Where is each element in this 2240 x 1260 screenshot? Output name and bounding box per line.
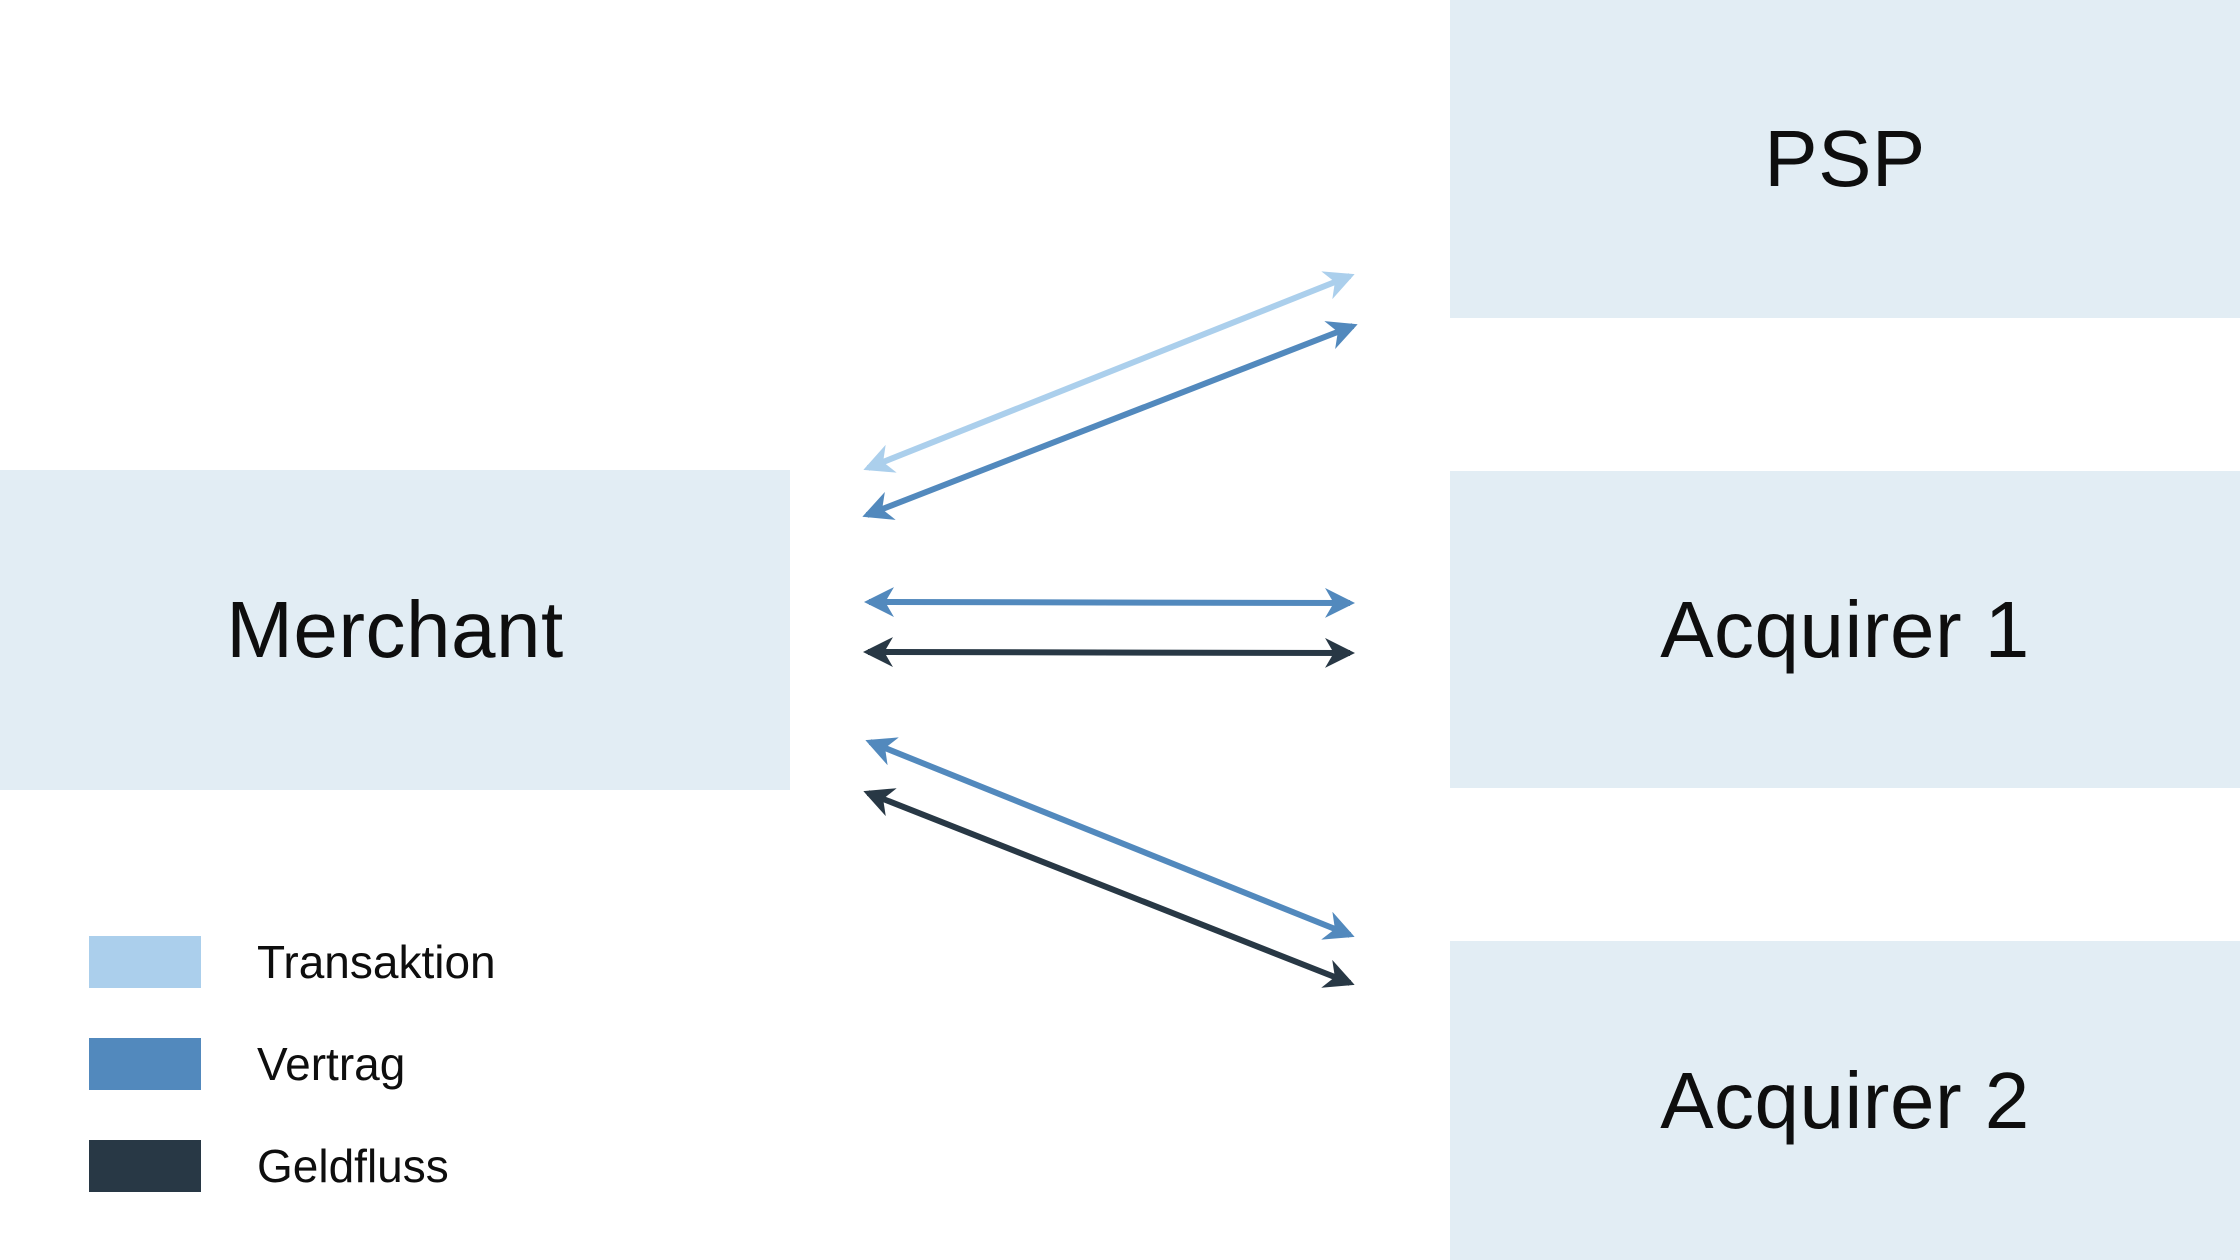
flow-arrow-geldfluss-merchant-acquirer2 — [863, 788, 1355, 988]
node-psp-label: PSP — [1764, 114, 1926, 203]
node-psp: PSP — [1450, 0, 2240, 318]
legend-swatch-geldfluss — [89, 1140, 201, 1192]
legend-item-vertrag: Vertrag — [89, 1038, 405, 1090]
node-merchant-label: Merchant — [226, 585, 564, 674]
flow-arrow-vertrag-merchant-acquirer1 — [864, 587, 1355, 618]
legend-item-transaktion: Transaktion — [89, 936, 496, 988]
node-acquirer-2: Acquirer 2 — [1450, 941, 2240, 1260]
legend-label-geldfluss: Geldfluss — [257, 1140, 449, 1192]
legend-swatch-vertrag — [89, 1038, 201, 1090]
node-acquirer-1: Acquirer 1 — [1450, 471, 2240, 788]
flow-arrow-vertrag-merchant-psp — [862, 321, 1358, 520]
legend-label-transaktion: Transaktion — [257, 936, 496, 988]
legend-swatch-transaktion — [89, 936, 201, 988]
node-merchant: Merchant — [0, 470, 790, 790]
node-acquirer-1-label: Acquirer 1 — [1660, 584, 2030, 674]
flow-arrow-geldfluss-merchant-acquirer1 — [863, 637, 1355, 668]
legend-label-vertrag: Vertrag — [257, 1038, 406, 1090]
flow-arrow-transaktion-merchant-psp — [863, 271, 1355, 473]
flow-arrow-vertrag-merchant-acquirer2 — [865, 737, 1355, 940]
legend-item-geldfluss: Geldfluss — [89, 1140, 449, 1192]
node-acquirer-2-label: Acquirer 2 — [1660, 1055, 2030, 1145]
